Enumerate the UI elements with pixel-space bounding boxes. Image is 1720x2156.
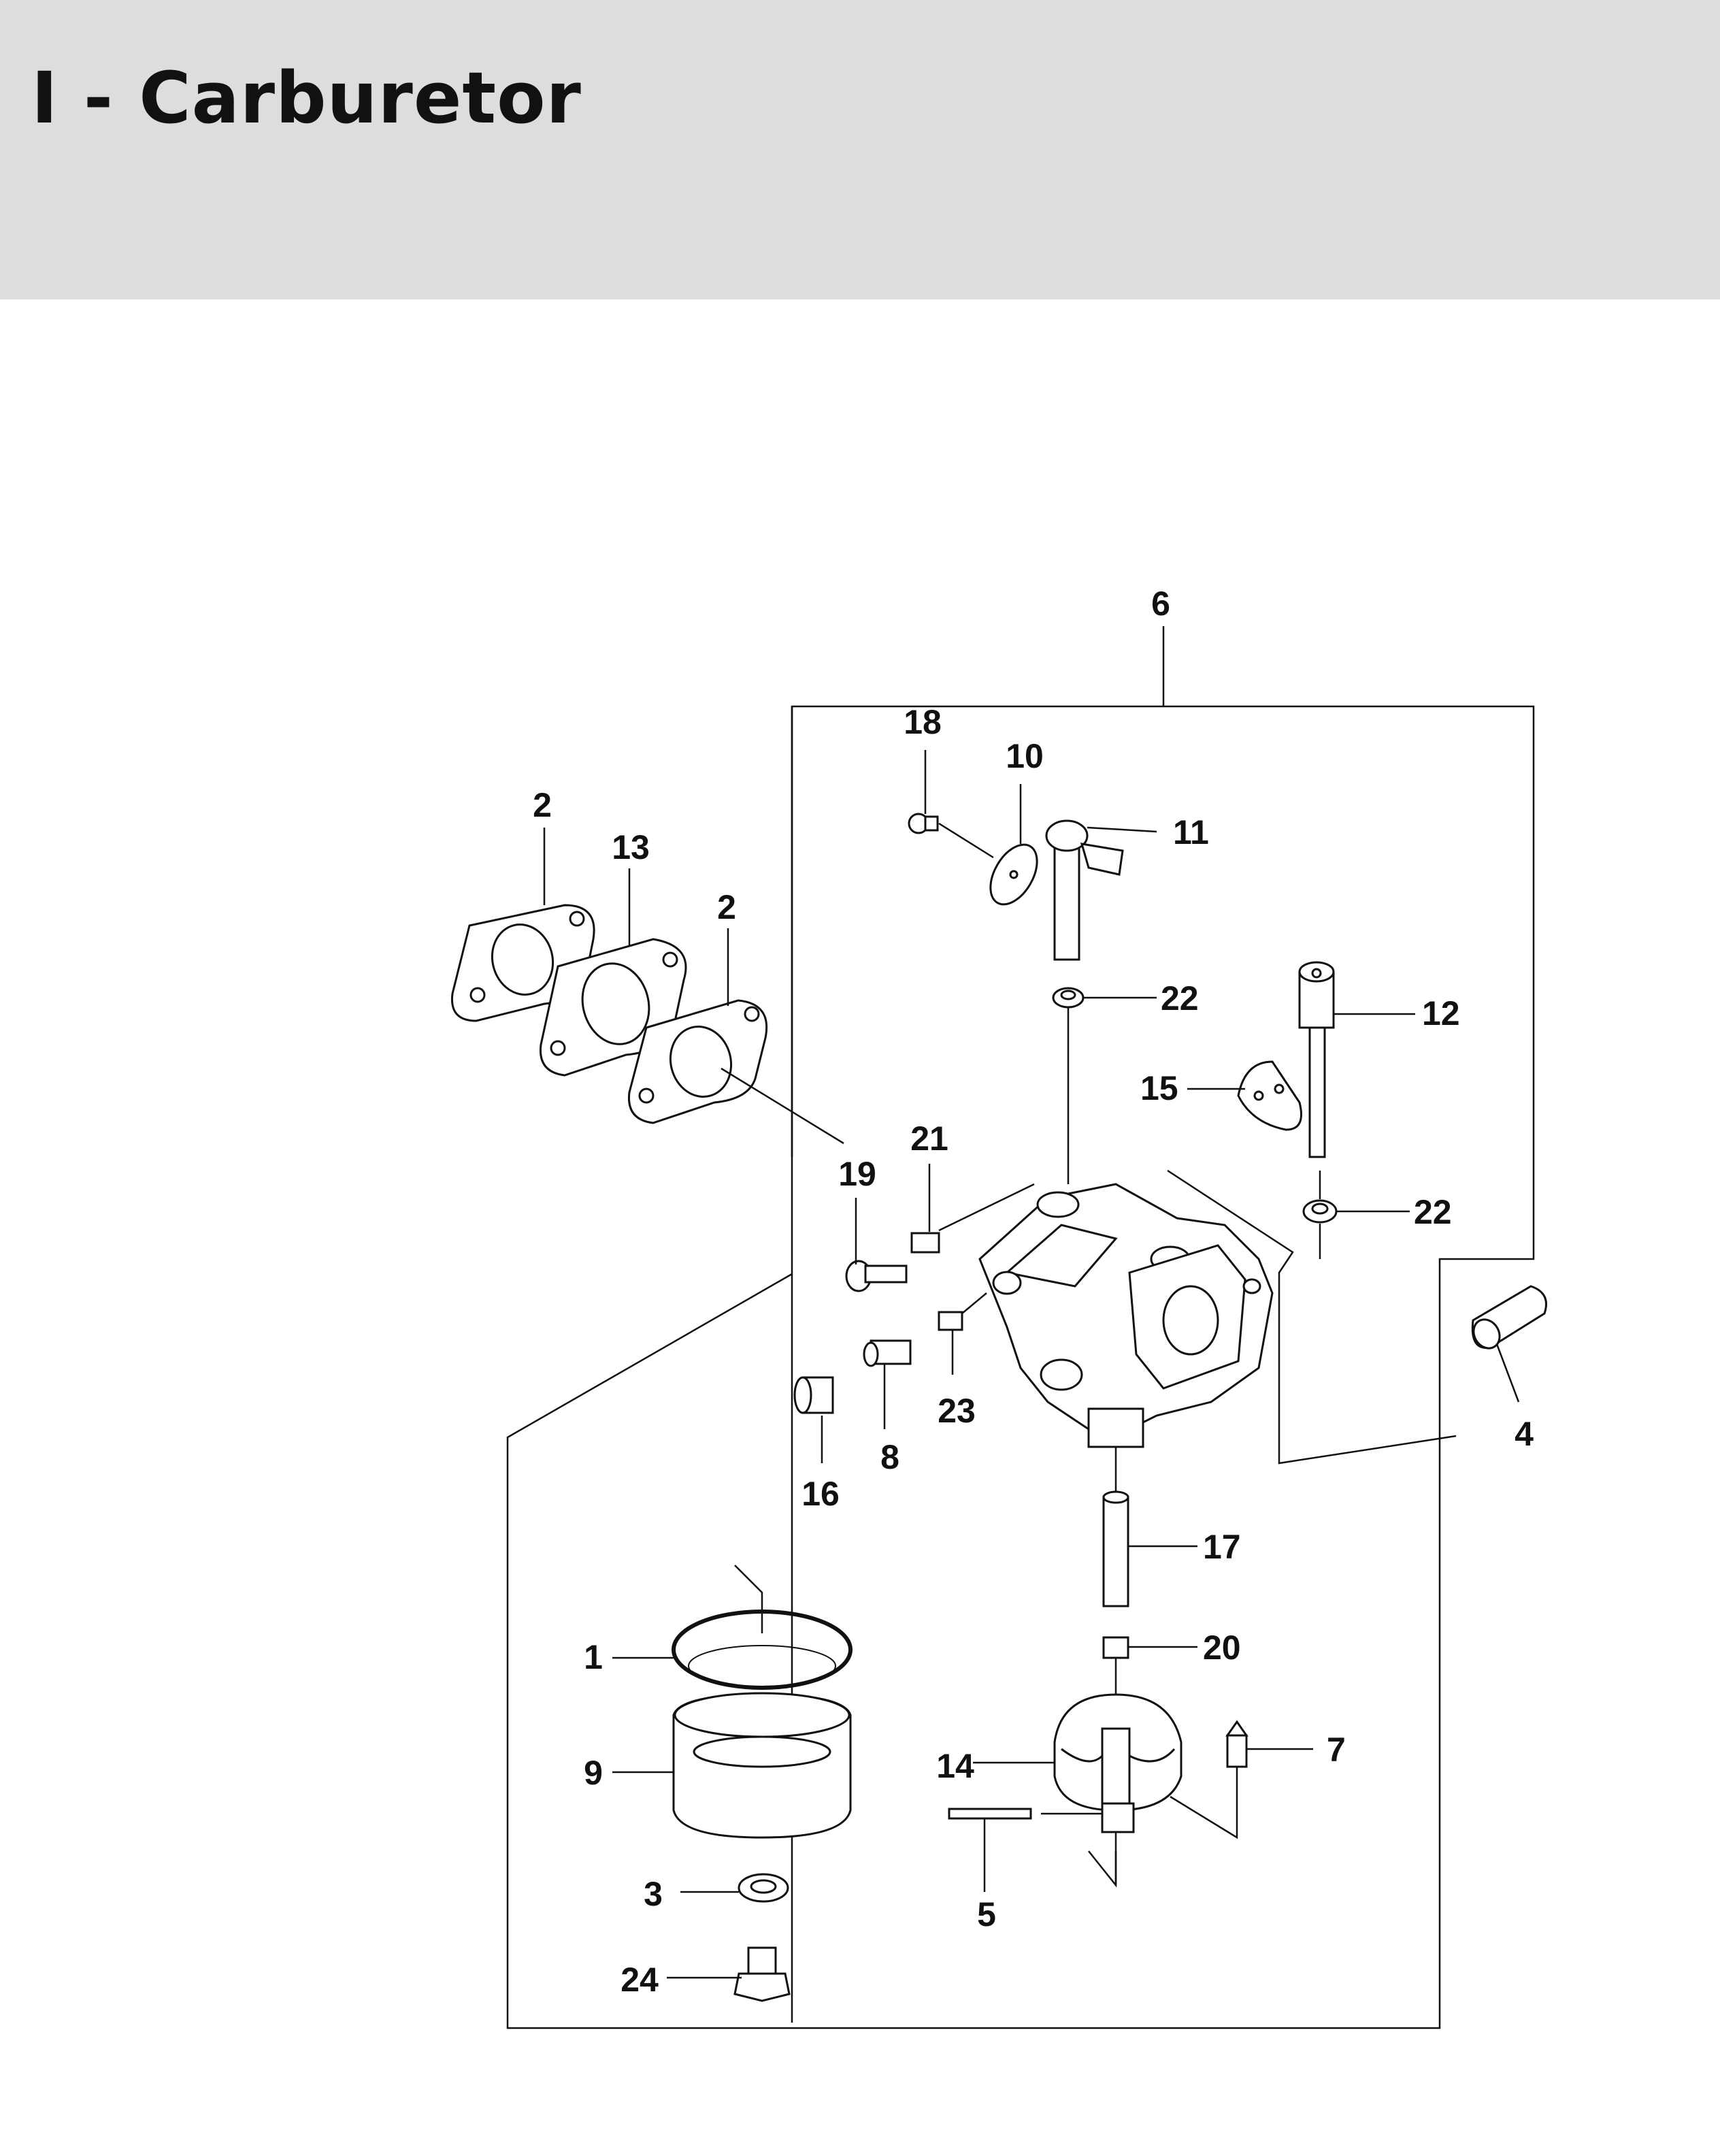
callout-5: 5 <box>977 1895 996 1933</box>
callout-22-lower: 22 <box>1414 1193 1452 1231</box>
throttle-shaft-12 <box>1298 961 1335 1158</box>
callout-15: 15 <box>1140 1069 1178 1107</box>
callout-11: 11 <box>1173 813 1209 851</box>
callout-12: 12 <box>1422 994 1460 1032</box>
throttle-plate-15 <box>1237 1060 1302 1131</box>
float-pin-5 <box>948 1808 1032 1820</box>
drain-bolt-24 <box>733 1946 791 2002</box>
callout-9: 9 <box>584 1754 603 1792</box>
callout-18: 18 <box>904 703 942 741</box>
callout-1: 1 <box>584 1638 603 1676</box>
callout-19: 19 <box>838 1155 876 1193</box>
assembly-outline <box>506 626 1535 2029</box>
spring-21 <box>910 1232 940 1254</box>
callout-17: 17 <box>1203 1528 1241 1566</box>
callout-10: 10 <box>1006 737 1044 775</box>
choke-shaft-assembly <box>908 813 1124 961</box>
idle-screw-19 <box>845 1260 908 1292</box>
cap-16 <box>793 1376 834 1414</box>
gasket-right <box>627 999 768 1124</box>
float-14 <box>1053 1693 1182 1833</box>
callout-13: 13 <box>612 828 650 866</box>
spring-23 <box>938 1311 963 1331</box>
callout-24: 24 <box>621 1961 659 1999</box>
main-jet-20 <box>1102 1636 1129 1659</box>
needle-7 <box>1225 1720 1248 1768</box>
callout-16: 16 <box>801 1475 840 1513</box>
callout-2-left: 2 <box>533 786 552 824</box>
header-banner: I - Carburetor <box>0 0 1720 299</box>
emulsion-tube-17 <box>1102 1490 1129 1607</box>
washer-22-upper <box>1052 987 1085 1009</box>
washer-22-lower <box>1302 1199 1338 1224</box>
callout-6: 6 <box>1151 585 1170 623</box>
callout-22-upper: 22 <box>1161 979 1199 1017</box>
callout-2-right: 2 <box>717 888 736 926</box>
callout-7: 7 <box>1327 1731 1346 1769</box>
callout-14: 14 <box>936 1747 974 1785</box>
callout-3: 3 <box>644 1875 663 1913</box>
page-title: I - Carburetor <box>31 56 582 140</box>
float-bowl-9 <box>672 1692 852 1839</box>
callout-23: 23 <box>938 1392 976 1430</box>
callout-4: 4 <box>1515 1415 1534 1453</box>
washer-3 <box>738 1873 789 1903</box>
pin-4 <box>1471 1285 1547 1350</box>
callout-8: 8 <box>880 1438 899 1476</box>
carburetor-body <box>978 1183 1274 1448</box>
callout-20: 20 <box>1203 1629 1241 1667</box>
callout-labels: 6 18 10 11 2 13 2 22 12 15 21 19 22 23 8… <box>533 585 1534 1999</box>
main-jet-8 <box>863 1339 912 1367</box>
callout-21: 21 <box>910 1120 948 1158</box>
